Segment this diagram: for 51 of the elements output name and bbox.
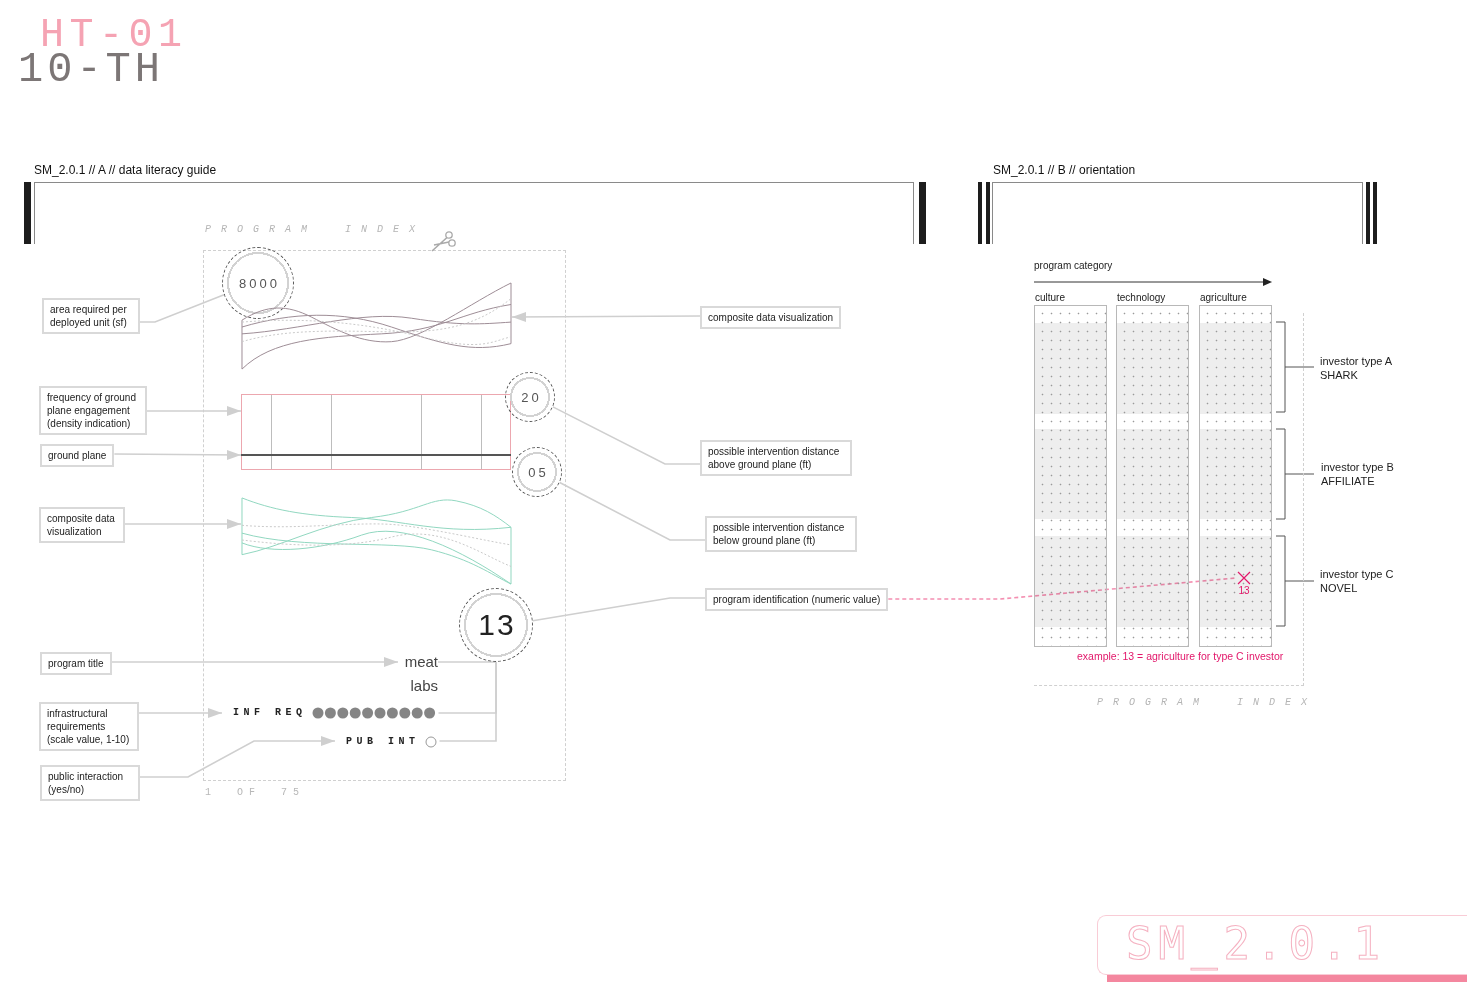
callout-box: ground plane bbox=[40, 444, 115, 467]
callout-box: infrastructural requirements (scale value, 1-10) bbox=[39, 702, 139, 751]
leader-line bbox=[532, 597, 706, 622]
column-heading: technology bbox=[1117, 291, 1166, 304]
leader-line bbox=[139, 294, 225, 323]
number-circle: 13 bbox=[459, 588, 533, 662]
title: HT-01 bbox=[40, 19, 188, 52]
arrow bbox=[110, 657, 399, 667]
density-band bbox=[241, 394, 511, 470]
axis-label: program category bbox=[1034, 259, 1113, 272]
title-echo: 10-TH bbox=[18, 53, 165, 87]
bracket-label: investor type C NOVEL bbox=[1320, 567, 1395, 595]
callout-box: frequency of ground plane engagement (density indication) bbox=[39, 386, 147, 435]
column-heading: agriculture bbox=[1200, 291, 1247, 304]
bracket-label: investor type A SHARK bbox=[1320, 354, 1393, 382]
leader-line bbox=[558, 481, 706, 541]
callout-box: program title bbox=[40, 652, 112, 675]
leader-line bbox=[552, 406, 701, 465]
arrow bbox=[124, 519, 242, 529]
callout-box: area required per deployed unit (sf) bbox=[42, 298, 140, 334]
arrow bbox=[113, 449, 242, 460]
row-label: PUB INT bbox=[346, 735, 420, 749]
number-circle: 05 bbox=[512, 447, 562, 497]
program-title: meat labs bbox=[398, 650, 438, 698]
leader-line bbox=[887, 577, 1237, 600]
number-circle: 8000 bbox=[222, 247, 294, 319]
page-counter: 1 OF 75 bbox=[205, 787, 305, 799]
arrow bbox=[139, 736, 336, 778]
section-heading: SM_2.0.1 // B // orientation bbox=[993, 163, 1136, 178]
callout-box: program identification (numeric value) bbox=[705, 588, 889, 611]
section-heading: SM_2.0.1 // A // data literacy guide bbox=[34, 163, 217, 178]
column-heading: culture bbox=[1035, 291, 1065, 304]
marker-number: 13 bbox=[1237, 585, 1251, 596]
arrow bbox=[146, 406, 242, 416]
bracket-label: investor type B AFFILIATE bbox=[1321, 460, 1395, 488]
wave-graph bbox=[241, 495, 512, 585]
number-circle: 20 bbox=[505, 372, 555, 422]
arrow bbox=[511, 311, 701, 322]
index-heading: PROGRAM INDEX bbox=[1097, 697, 1317, 709]
row-label: INF REQ bbox=[233, 706, 307, 720]
callout-box: possible intervention distance below ground plane (ft) bbox=[705, 516, 857, 552]
index-heading: PROGRAM INDEX bbox=[205, 224, 425, 236]
callout-box: possible intervention distance above ground plane (ft) bbox=[700, 440, 852, 476]
ground-line bbox=[241, 454, 511, 456]
arrow bbox=[138, 708, 223, 718]
callout-box: composite data visualization bbox=[700, 306, 842, 329]
example-note: example: 13 = agriculture for type C investor bbox=[1077, 650, 1284, 663]
callout-box: composite data visualization bbox=[39, 507, 125, 543]
callout-box: public interaction (yes/no) bbox=[40, 765, 140, 801]
stamp-text: SM_2.0.1 bbox=[1125, 917, 1387, 972]
leader-line bbox=[438, 661, 497, 742]
